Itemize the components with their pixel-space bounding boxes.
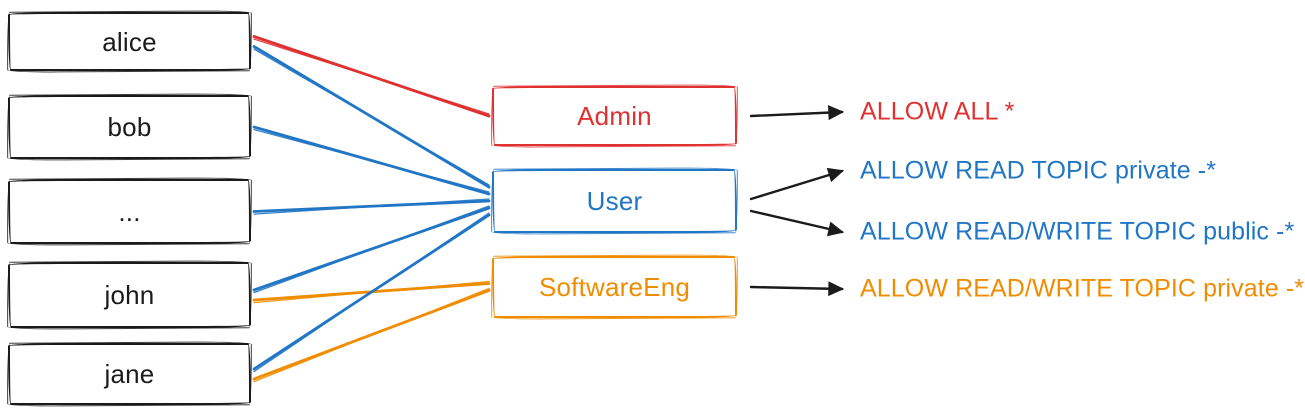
membership-edge-jane-softwareeng [252,289,491,381]
user-box-bob[interactable]: bob [8,95,251,159]
user-label-john: john [104,280,155,310]
membership-edge-john-softwareeng [252,282,491,302]
user-label-bob: bob [107,112,152,142]
membership-edge-john-user-sketch [253,205,490,294]
role-box-admin[interactable]: Admin [492,86,737,146]
user-box-jane[interactable]: jane [8,343,251,405]
membership-edge-dots-user [252,199,491,213]
membership-edge-bob-user [252,125,491,196]
user-box-dots[interactable]: ... [8,179,251,244]
user-box-alice[interactable]: alice [8,12,251,71]
user-label-alice: alice [102,26,157,57]
permission-label-rw-public[interactable]: ALLOW READ/WRITE TOPIC public -* [860,217,1295,246]
grant-arrow-softwareeng-rw-private [749,281,845,297]
membership-edge-alice-user-sketch [253,48,490,186]
user-box-john[interactable]: john [8,262,251,328]
membership-edge-alice-admin-sketch [253,38,490,115]
permission-label-rw-private[interactable]: ALLOW READ/WRITE TOPIC private -* [860,274,1305,303]
membership-edge-bob-user-sketch [253,128,490,193]
membership-edge-alice-admin [252,35,491,118]
membership-edge-jane-user [252,213,491,371]
permission-label-allow-all[interactable]: ALLOW ALL * [860,97,1015,126]
membership-edge-dots-user-sketch [253,198,490,215]
role-label-softwareeng: SoftwareEng [538,272,691,302]
permission-label-read-private[interactable]: ALLOW READ TOPIC private -* [860,156,1217,185]
role-box-user[interactable]: User [492,169,737,233]
role-box-softwareeng[interactable]: SoftwareEng [492,256,737,318]
grant-arrow-user-read-private [749,167,845,201]
grant-arrow-admin-allow-all [749,105,845,121]
user-label-jane: jane [104,359,155,389]
role-label-admin: Admin [577,101,652,131]
user-label-dots: ... [118,196,141,227]
membership-edge-alice-user [252,45,491,189]
membership-edge-john-user [252,206,491,292]
grant-arrow-user-rw-public [749,209,845,237]
role-label-user: User [586,186,643,216]
membership-edge-john-softwareeng-sketch [253,280,490,304]
membership-edge-jane-user-sketch [253,212,490,373]
membership-edge-jane-softwareeng-sketch [253,287,490,383]
